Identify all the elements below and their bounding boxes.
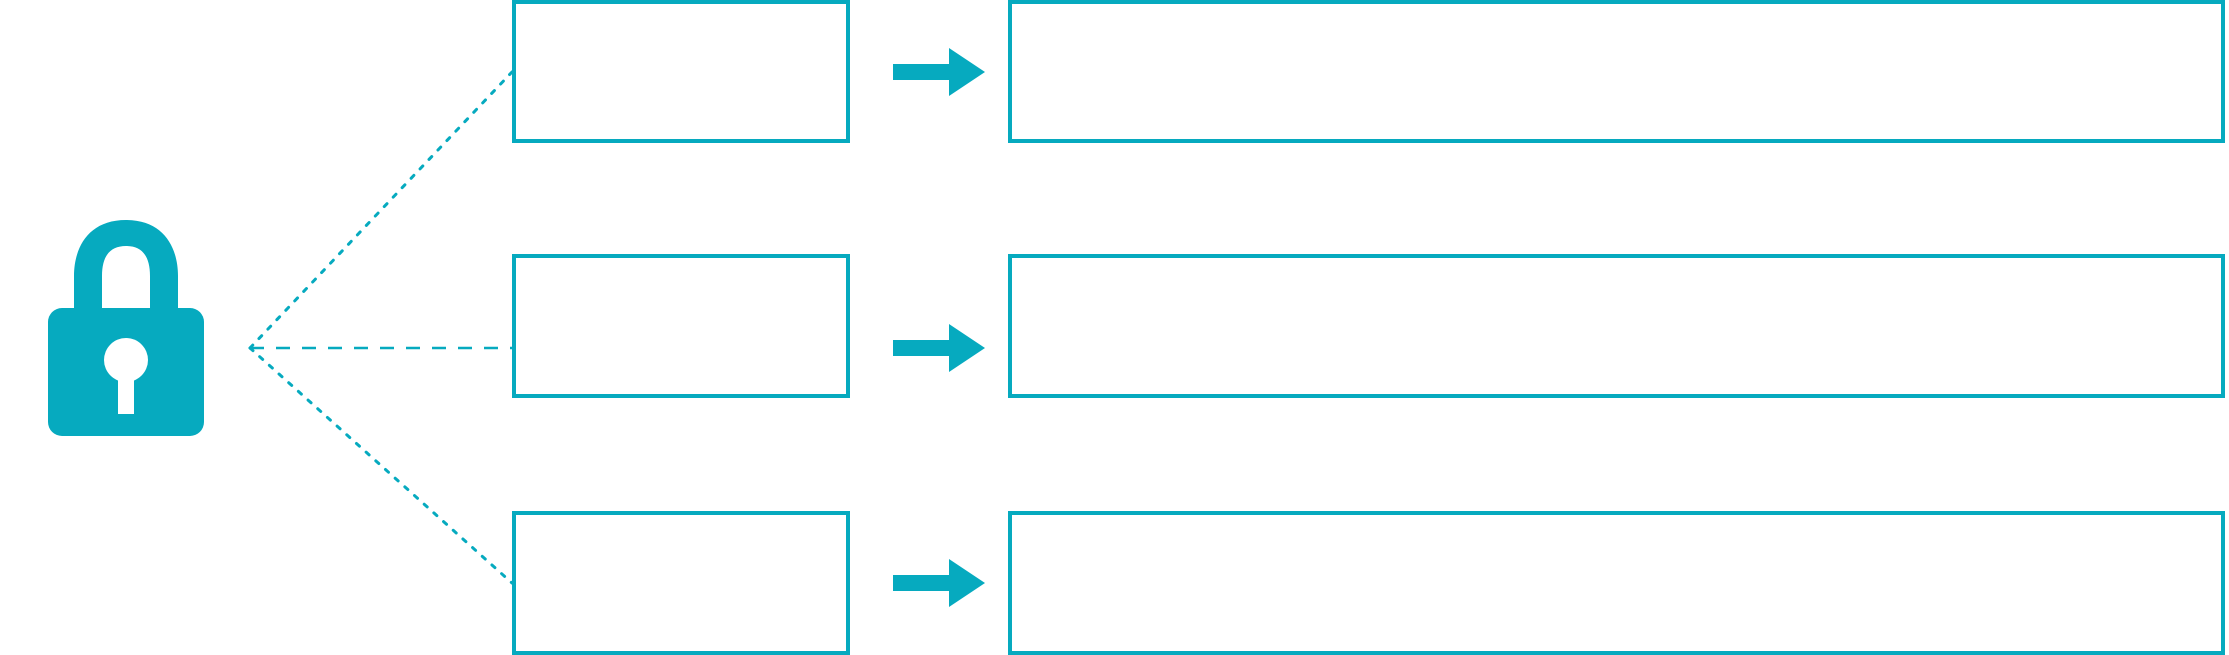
stage-box-label-row-2 — [516, 258, 846, 278]
connector-to-row-3 — [248, 346, 514, 585]
stage-box-row-3[interactable] — [512, 511, 850, 655]
lock-icon — [40, 212, 212, 444]
arrow-right-icon-row-2 — [893, 320, 985, 376]
detail-box-row-1[interactable] — [1008, 0, 2225, 143]
arrow-right-shape — [893, 559, 985, 607]
stage-box-label-row-1 — [516, 4, 846, 24]
stage-box-row-1[interactable] — [512, 0, 850, 143]
stage-box-label-row-3 — [516, 515, 846, 535]
arrow-right-shape — [893, 324, 985, 372]
detail-box-label-row-1 — [1012, 4, 2221, 24]
stage-box-row-2[interactable] — [512, 254, 850, 398]
lock-keyhole-stem — [118, 374, 134, 414]
arrow-right-icon-row-3 — [893, 555, 985, 611]
connector-to-row-1 — [248, 70, 514, 350]
detail-box-row-2[interactable] — [1008, 254, 2225, 398]
arrow-right-icon-row-1 — [893, 44, 985, 100]
arrow-right-shape — [893, 48, 985, 96]
arrow-right-glyph — [893, 48, 985, 96]
arrow-right-glyph — [893, 559, 985, 607]
lock-shackle — [74, 220, 178, 316]
lock-keyhole-circle — [104, 338, 148, 382]
arrow-right-glyph — [893, 324, 985, 372]
detail-box-label-row-3 — [1012, 515, 2221, 535]
detail-box-row-3[interactable] — [1008, 511, 2225, 655]
lock-icon-glyph — [48, 220, 204, 436]
detail-box-label-row-2 — [1012, 258, 2221, 278]
